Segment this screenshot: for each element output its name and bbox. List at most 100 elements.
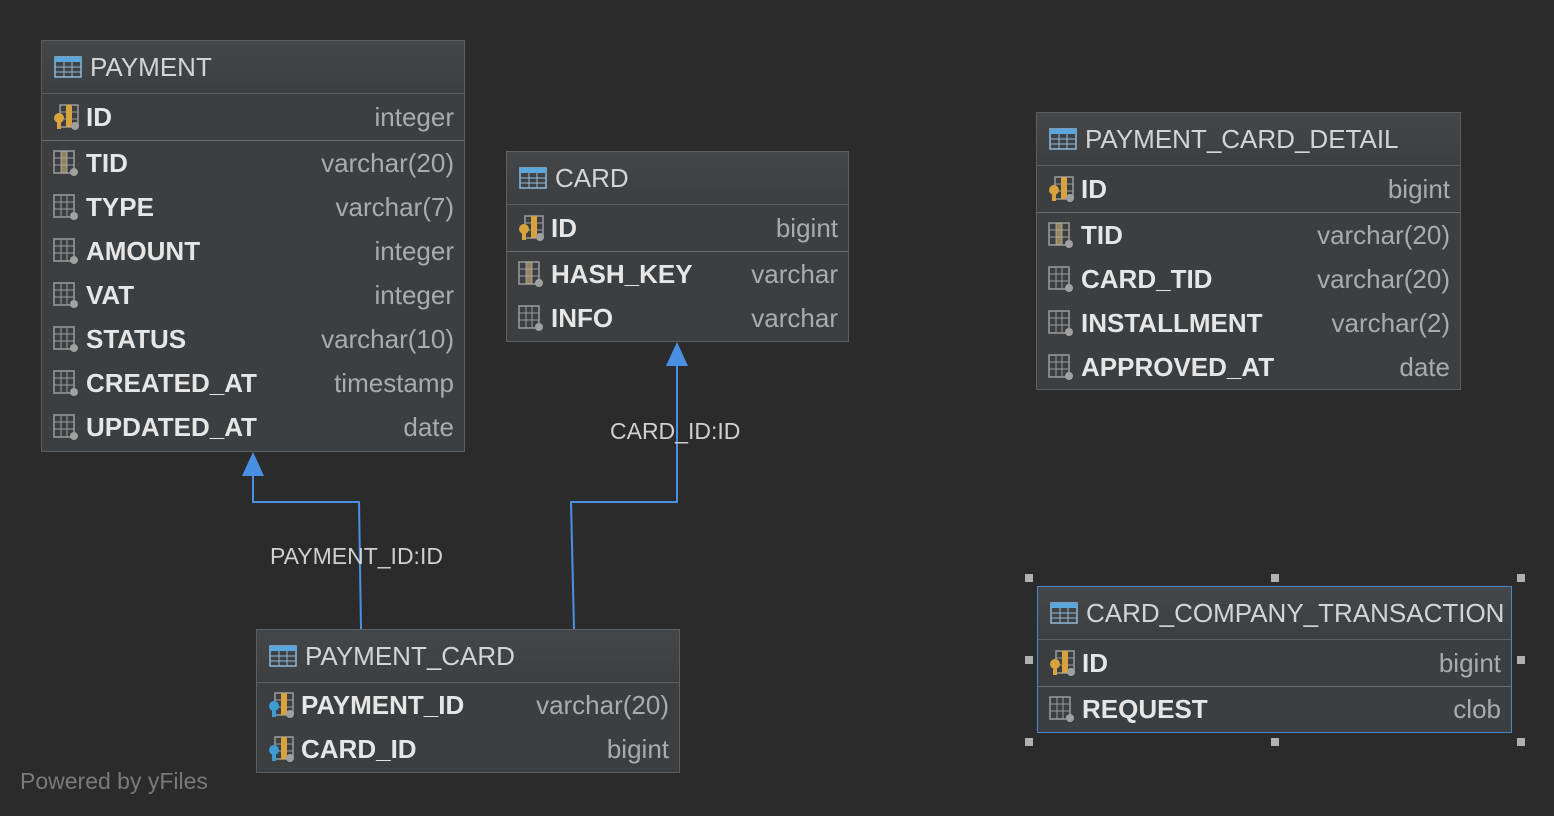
column-icon <box>53 238 79 265</box>
column-type: integer <box>374 279 455 310</box>
table-header[interactable]: PAYMENT_CARD <box>257 630 679 683</box>
column-name: TID <box>1081 219 1123 250</box>
table-header[interactable]: CARD_COMPANY_TRANSACTION <box>1038 587 1511 640</box>
column-name: APPROVED_AT <box>1081 351 1275 382</box>
card-id-relation-label: CARD_ID:ID <box>610 418 741 444</box>
table-row[interactable]: TID varchar(20) <box>42 141 464 185</box>
column-name: TYPE <box>86 191 154 222</box>
column-type: varchar <box>751 302 838 333</box>
table-row[interactable]: AMOUNT integer <box>42 229 464 273</box>
foreign-key-icon <box>268 736 295 763</box>
column-name: ID <box>1082 647 1108 678</box>
column-name: REQUEST <box>1082 693 1208 724</box>
table-card[interactable]: CARD ID bigint HASH_KEY varchar INFO var… <box>506 151 849 342</box>
column-icon <box>53 370 79 397</box>
column-icon <box>1048 266 1074 293</box>
column-name: ID <box>551 212 577 243</box>
table-row[interactable]: INFO varchar <box>507 296 848 340</box>
table-title: CARD_COMPANY_TRANSACTION <box>1086 597 1505 628</box>
table-title: PAYMENT <box>90 51 212 82</box>
table-payment-card-detail[interactable]: PAYMENT_CARD_DETAIL ID bigint TID varcha… <box>1036 112 1461 390</box>
table-icon <box>1049 128 1077 150</box>
table-row[interactable]: UPDATED_AT date <box>42 405 464 449</box>
table-row[interactable]: HASH_KEY varchar <box>507 252 848 296</box>
primary-key-icon <box>1048 176 1075 203</box>
powered-by-label: Powered by yFiles <box>20 768 208 794</box>
column-name: INSTALLMENT <box>1081 307 1263 338</box>
resize-handle-top-left[interactable] <box>1025 574 1033 582</box>
column-type: varchar <box>751 258 838 289</box>
table-payment[interactable]: PAYMENT ID integer TID varchar(20) TYPE … <box>41 40 465 452</box>
table-icon <box>269 645 297 667</box>
column-name: CREATED_AT <box>86 367 257 398</box>
payment-link-arrowhead <box>242 452 264 476</box>
table-row[interactable]: CREATED_AT timestamp <box>42 361 464 405</box>
column-type: varchar(7) <box>335 191 454 222</box>
resize-handle-left[interactable] <box>1025 656 1033 664</box>
column-type: bigint <box>775 212 838 243</box>
table-row[interactable]: ID bigint <box>1038 640 1511 687</box>
column-type: date <box>1399 351 1450 382</box>
table-title: PAYMENT_CARD <box>305 640 515 671</box>
column-type: varchar(20) <box>536 689 669 720</box>
table-title: CARD <box>555 162 629 193</box>
table-title: PAYMENT_CARD_DETAIL <box>1085 123 1399 154</box>
column-name: AMOUNT <box>86 235 201 266</box>
column-icon <box>53 414 79 441</box>
column-type: varchar(2) <box>1331 307 1450 338</box>
column-name: HASH_KEY <box>551 258 693 289</box>
column-type: varchar(20) <box>1317 219 1450 250</box>
index-column-icon <box>1048 222 1074 249</box>
table-icon <box>1050 602 1078 624</box>
table-header[interactable]: PAYMENT_CARD_DETAIL <box>1037 113 1460 166</box>
payment-id-relation-label: PAYMENT_ID:ID <box>270 543 443 569</box>
column-type: bigint <box>1438 647 1501 678</box>
column-type: varchar(10) <box>321 323 454 354</box>
primary-key-icon <box>1049 650 1076 677</box>
table-card-company-transaction[interactable]: CARD_COMPANY_TRANSACTION ID bigint REQUE… <box>1037 586 1512 733</box>
table-row[interactable]: ID bigint <box>1037 166 1460 213</box>
table-row[interactable]: TID varchar(20) <box>1037 213 1460 257</box>
resize-handle-top[interactable] <box>1271 574 1279 582</box>
column-icon <box>53 194 79 221</box>
table-payment-card[interactable]: PAYMENT_CARD PAYMENT_ID varchar(20) CARD… <box>256 629 680 773</box>
column-icon <box>53 282 79 309</box>
primary-key-icon <box>53 104 80 131</box>
table-row[interactable]: APPROVED_AT date <box>1037 345 1460 389</box>
table-row[interactable]: INSTALLMENT varchar(2) <box>1037 301 1460 345</box>
column-name: STATUS <box>86 323 187 354</box>
table-row[interactable]: REQUEST clob <box>1038 687 1511 731</box>
table-row[interactable]: PAYMENT_ID varchar(20) <box>257 683 679 727</box>
column-name: INFO <box>551 302 614 333</box>
resize-handle-bottom[interactable] <box>1271 738 1279 746</box>
index-column-icon <box>518 261 544 288</box>
column-type: varchar(20) <box>1317 263 1450 294</box>
column-type: clob <box>1453 693 1501 724</box>
resize-handle-right[interactable] <box>1517 656 1525 664</box>
table-row[interactable]: ID bigint <box>507 205 848 252</box>
payment-card-to-payment-link <box>252 475 362 630</box>
table-row[interactable]: CARD_TID varchar(20) <box>1037 257 1460 301</box>
column-type: integer <box>374 101 455 132</box>
resize-handle-bottom-left[interactable] <box>1025 738 1033 746</box>
table-row[interactable]: TYPE varchar(7) <box>42 185 464 229</box>
table-row[interactable]: STATUS varchar(10) <box>42 317 464 361</box>
primary-key-icon <box>518 215 545 242</box>
column-name: TID <box>86 147 128 178</box>
table-row[interactable]: CARD_ID bigint <box>257 727 679 771</box>
table-header[interactable]: CARD <box>507 152 848 205</box>
resize-handle-top-right[interactable] <box>1517 574 1525 582</box>
column-icon <box>1048 354 1074 381</box>
column-type: bigint <box>1387 173 1450 204</box>
table-row[interactable]: VAT integer <box>42 273 464 317</box>
resize-handle-bottom-right[interactable] <box>1517 738 1525 746</box>
table-row[interactable]: ID integer <box>42 94 464 141</box>
table-header[interactable]: PAYMENT <box>42 41 464 94</box>
column-type: bigint <box>606 733 669 764</box>
table-icon <box>519 167 547 189</box>
column-name: UPDATED_AT <box>86 411 257 442</box>
column-icon <box>1049 696 1075 723</box>
table-icon <box>54 56 82 78</box>
payment-card-to-card-link <box>569 366 678 630</box>
